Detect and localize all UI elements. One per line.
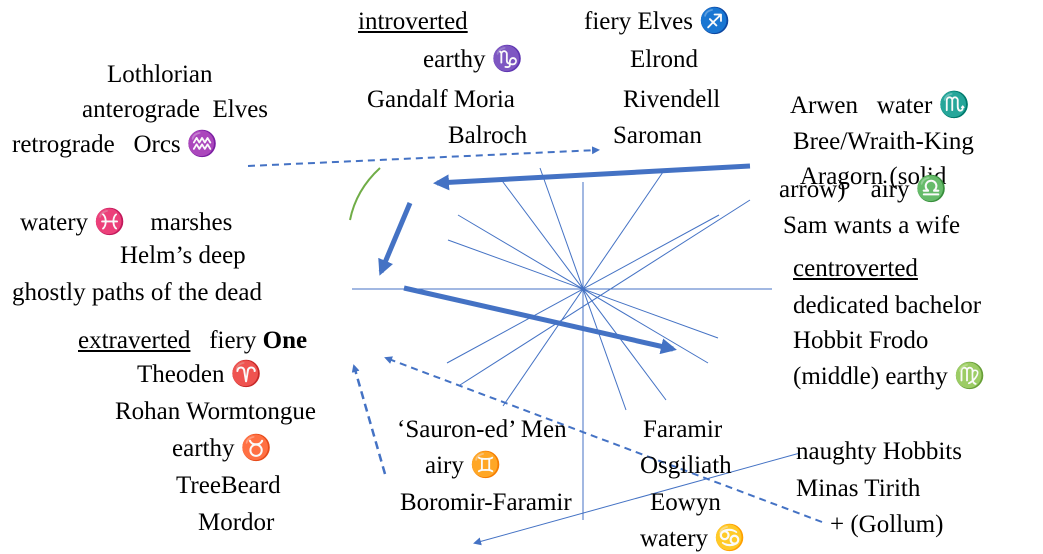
- green-arc: [349, 167, 381, 221]
- dedicated-bachelor-label: dedicated bachelor: [793, 292, 982, 319]
- star-lines: [352, 167, 772, 520]
- minas-tirith-label: Minas Tirith: [796, 475, 921, 502]
- arrow-osgiliath-to-boromir: [473, 452, 801, 546]
- sauroned-men-label: ‘Sauron-ed’ Men: [397, 416, 567, 443]
- balroch-label: Balroch: [448, 122, 528, 149]
- osgiliath-label: Osgiliath: [640, 452, 732, 479]
- rohan-wormtongue-label: Rohan Wormtongue: [115, 398, 316, 425]
- dashed-arrow-elves: [247, 146, 600, 167]
- sam-wants-wife-label: Sam wants a wife: [783, 212, 961, 239]
- lothlorian-label: Lothlorian: [107, 61, 213, 88]
- thick-arrow-aragorn-2: [378, 202, 413, 276]
- saroman-label: Saroman: [613, 122, 702, 149]
- bree-wraith-king-label: Bree/Wraith-King: [793, 128, 974, 155]
- extraverted-one-line: extraverted fiery One: [78, 325, 307, 356]
- dashed-arrow-gollum: [384, 356, 823, 523]
- thick-arrow-aragorn-3: [403, 285, 677, 355]
- faramir-label: Faramir: [643, 416, 723, 443]
- aragorn-arrow-airy-label: arrow) airy ♎: [779, 176, 947, 203]
- star-line-4: [459, 199, 751, 386]
- one-label: One: [262, 327, 308, 354]
- watery-pisces-marshes-label: watery ♓ marshes: [20, 209, 233, 236]
- middle-earthy-virgo-label: (middle) earthy ♍: [793, 363, 986, 390]
- boromir-faramir-label: Boromir-Faramir: [400, 489, 572, 516]
- gollum-label: + (Gollum): [830, 511, 944, 538]
- fiery-elves-label: fiery Elves ♐: [584, 8, 731, 35]
- fiery-label: fiery: [190, 327, 263, 354]
- hobbit-frodo-label: Hobbit Frodo: [793, 327, 929, 354]
- aragorn-solid-label: Aragorn (solid: [795, 163, 947, 190]
- ghostly-paths-label: ghostly paths of the dead: [12, 279, 262, 306]
- thick-arrow-aragorn-1: [433, 163, 751, 191]
- naughty-hobbits-label: naughty Hobbits: [796, 438, 962, 465]
- introverted-heading: introverted: [358, 8, 468, 35]
- extraverted-heading: extraverted: [78, 327, 191, 354]
- star-line-7: [539, 167, 627, 411]
- earthy-taurus-label: earthy ♉: [172, 435, 272, 462]
- anterograde-elves-label: anterograde Elves: [82, 96, 269, 123]
- centroverted-heading: centroverted: [793, 255, 918, 282]
- watery-cancer-label: watery ♋: [640, 525, 746, 552]
- dashed-arrow-rohan: [351, 364, 387, 475]
- arwen-water-label: Arwen water ♏: [790, 92, 970, 119]
- elrond-label: Elrond: [630, 46, 699, 73]
- gandalf-moria-label: Gandalf Moria: [367, 86, 515, 113]
- rivendell-label: Rivendell: [623, 86, 721, 113]
- mordor-label: Mordor: [198, 509, 275, 536]
- retrograde-orcs-label: retrograde Orcs ♒: [12, 131, 219, 158]
- eowyn-label: Eowyn: [650, 489, 721, 516]
- theoden-aries-label: Theoden ♈: [137, 361, 262, 388]
- earthy-capricorn-label: earthy ♑: [423, 46, 523, 73]
- treebeard-label: TreeBeard: [176, 472, 281, 499]
- airy-gemini-label: airy ♊: [425, 452, 502, 479]
- helms-deep-label: Helm’s deep: [120, 242, 246, 269]
